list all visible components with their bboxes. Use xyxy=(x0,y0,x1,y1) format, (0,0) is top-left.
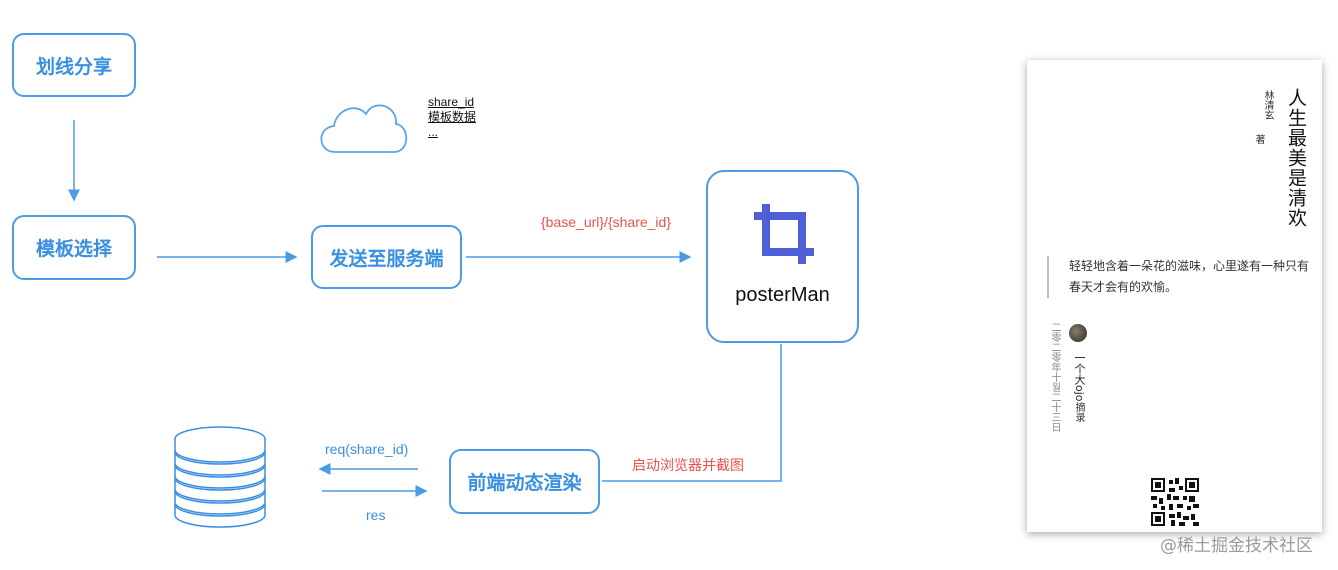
poster-author: 林清玄 xyxy=(1262,90,1273,120)
poster-by: 著 xyxy=(1253,134,1264,144)
line-posterman-to-render xyxy=(602,344,782,482)
node-template-label: 模板选择 xyxy=(35,238,112,260)
edge-label-res: res xyxy=(366,507,386,523)
node-send: 发送至服务端 xyxy=(311,225,462,289)
node-send-label: 发送至服务端 xyxy=(329,247,444,270)
cloud-note-line3: ... xyxy=(428,125,439,139)
database-icon xyxy=(174,426,266,528)
edge-label-browser: 启动浏览器并截图 xyxy=(632,457,744,473)
cloud-note-line1: share_id xyxy=(428,95,475,109)
poster-user: 一个大ojo xyxy=(1073,352,1086,402)
poster-title: 人生最美是清欢 xyxy=(1285,88,1307,228)
node-share-label: 划线分享 xyxy=(35,55,112,78)
cloud-note: share_id 模板数据 ... xyxy=(428,95,476,140)
crop-icon xyxy=(754,204,814,264)
node-posterman-label: posterMan xyxy=(735,284,830,306)
edge-label-req: req(share_id) xyxy=(325,441,409,457)
watermark: @稀土掘金技术社区 xyxy=(1160,536,1313,556)
qr-code-icon xyxy=(1151,478,1199,526)
avatar xyxy=(1069,324,1087,342)
poster-excerpt: 摘录 xyxy=(1073,402,1084,422)
node-render: 前端动态渲染 xyxy=(449,449,600,514)
cloud-icon xyxy=(320,104,408,153)
node-posterman: posterMan xyxy=(706,170,859,343)
cloud-note-line2: 模板数据 xyxy=(428,110,477,124)
node-share: 划线分享 xyxy=(12,33,136,97)
node-render-label: 前端动态渲染 xyxy=(467,472,582,494)
poster-quote: 轻轻地含着一朵花的滋味，心里遂有一种只有春天才会有的欢愉。 xyxy=(1047,256,1309,298)
poster-date: 二零二零年十월二十三日 xyxy=(1049,322,1060,432)
node-template: 模板选择 xyxy=(12,215,136,280)
poster-preview: 人生最美是清欢 林清玄 著 轻轻地含着一朵花的滋味，心里遂有一种只有春天才会有的… xyxy=(1027,60,1322,532)
edge-label-url: {base_url}/{share_id} xyxy=(541,214,671,230)
